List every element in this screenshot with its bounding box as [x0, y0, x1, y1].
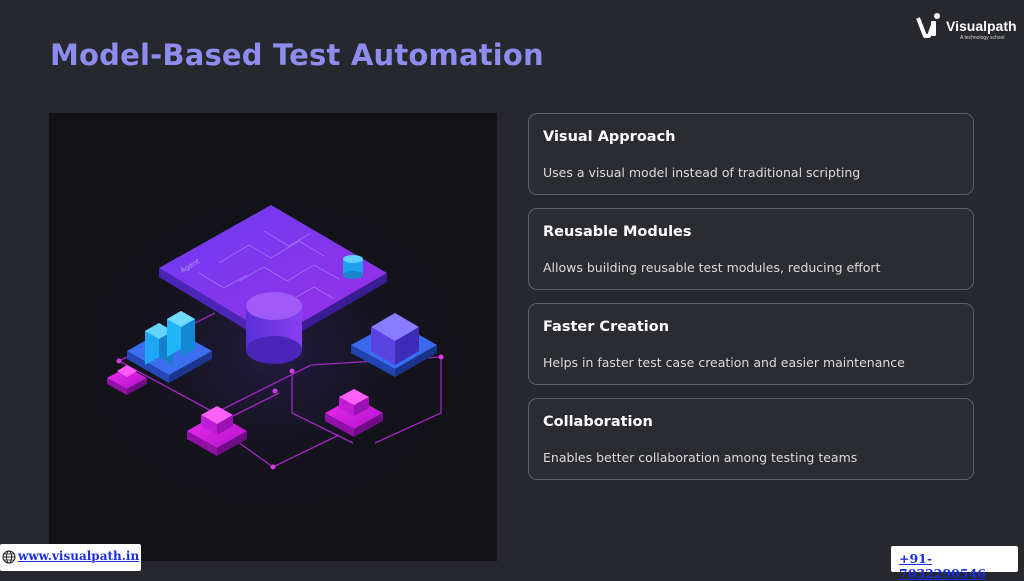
small-node-left [107, 365, 147, 395]
small-node-bottom-right [325, 389, 383, 437]
isometric-architecture-illustration: Agent [49, 113, 497, 561]
card-text: Helps in faster test case creation and e… [543, 355, 905, 370]
brand-logo: Visualpath A technology school [916, 12, 1020, 46]
website-link-box[interactable]: www.visualpath.in [0, 544, 141, 571]
database-icon [343, 255, 363, 279]
card-title: Visual Approach [543, 129, 676, 145]
small-node-bottom-left [187, 406, 247, 456]
hero-illustration: Agent [49, 113, 497, 561]
brand-name: Visualpath [946, 18, 1017, 34]
globe-icon [2, 550, 16, 564]
card-title: Collaboration [543, 414, 653, 430]
feature-card-visual-approach: Visual Approach Uses a visual model inst… [528, 113, 974, 195]
website-link[interactable]: www.visualpath.in [18, 549, 140, 563]
feature-card-faster-creation: Faster Creation Helps in faster test cas… [528, 303, 974, 385]
card-text: Enables better collaboration among testi… [543, 450, 858, 465]
phone-link-box[interactable]: +91-7032290546 [891, 546, 1018, 581]
card-title: Faster Creation [543, 319, 670, 335]
cube-node [351, 313, 437, 377]
brand-tagline: A technology school [960, 35, 1005, 41]
feature-card-reusable-modules: Reusable Modules Allows building reusabl… [528, 208, 974, 290]
feature-card-collaboration: Collaboration Enables better collaborati… [528, 398, 974, 480]
card-text: Allows building reusable test modules, r… [543, 260, 881, 275]
central-cylinder [246, 292, 302, 364]
server-cluster [127, 311, 212, 383]
card-title: Reusable Modules [543, 224, 692, 240]
visualpath-logo-icon [916, 13, 940, 38]
slide-title: Model-Based Test Automation [50, 38, 544, 72]
phone-link[interactable]: +91-7032290546 [899, 551, 986, 581]
card-text: Uses a visual model instead of tradition… [543, 165, 861, 180]
